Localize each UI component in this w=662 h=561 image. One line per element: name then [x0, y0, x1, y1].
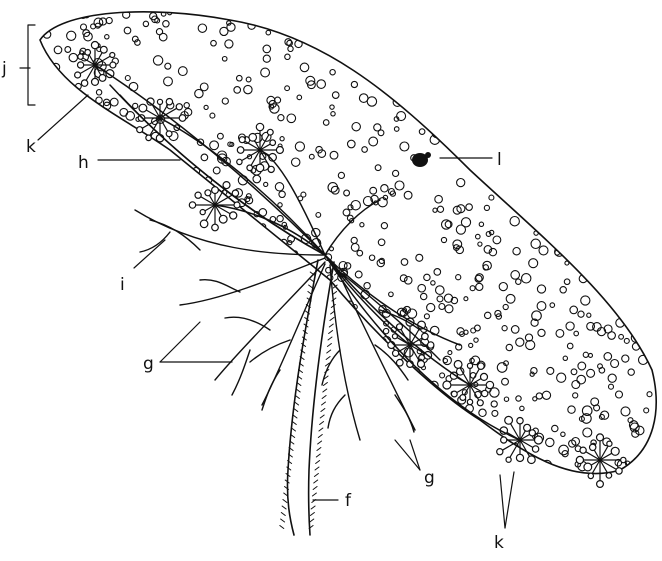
central-dark-floret [412, 152, 431, 167]
label-g-left: g [143, 354, 154, 374]
umbel-flower-head [27, 1, 660, 488]
label-i: i [120, 275, 125, 295]
label-h: h [78, 153, 89, 173]
label-l: l [497, 150, 502, 170]
label-k-bottom: k [494, 533, 504, 553]
label-j: j [1, 59, 7, 79]
label-k-top: k [26, 137, 36, 157]
label-f: f [345, 491, 352, 511]
label-g-right: g [424, 468, 435, 488]
